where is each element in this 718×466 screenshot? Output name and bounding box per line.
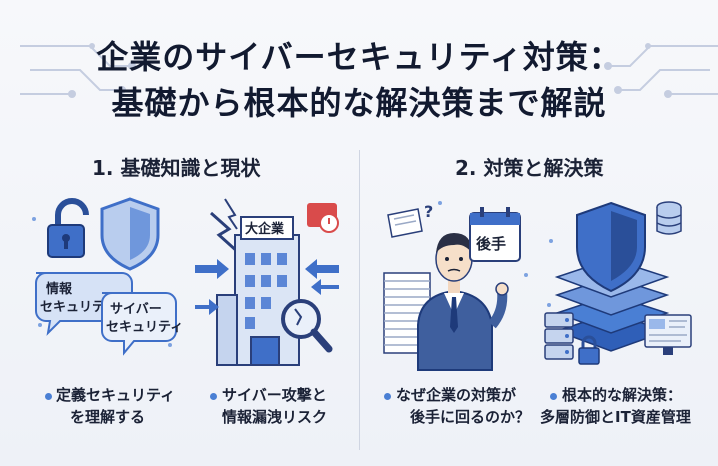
section-divider bbox=[359, 150, 360, 450]
businessman-icon bbox=[417, 233, 509, 371]
main-title-line1: 企業のサイバーセキュリティ対策： bbox=[96, 38, 622, 76]
shield-icon bbox=[100, 197, 160, 271]
left-section-heading: 1. 基礎知識と現状 bbox=[92, 156, 261, 180]
bullet-1-line1: 定義セキュリティ bbox=[56, 386, 176, 404]
arrow-icon bbox=[195, 259, 339, 315]
building-icon bbox=[216, 234, 300, 366]
bullet-1-line2: を理解する bbox=[70, 408, 146, 426]
magnifier-icon bbox=[281, 299, 333, 353]
bullet-4-line2: 多層防御とIT資産管理 bbox=[540, 408, 691, 426]
bullet-dot-3 bbox=[384, 393, 391, 400]
bubble2-line1: サイバー bbox=[110, 302, 162, 317]
bullet-4-line1: 根本的な解決策： bbox=[562, 386, 683, 404]
bullet-dot-4 bbox=[550, 393, 557, 400]
circuit-decoration-left bbox=[20, 43, 136, 98]
lock-icon bbox=[47, 198, 89, 258]
circuit-decoration-right bbox=[604, 43, 718, 98]
right-section-heading: 2. 対策と解決策 bbox=[455, 156, 604, 180]
server-icon bbox=[544, 312, 574, 360]
bullet-3-line1: なぜ企業の対策が bbox=[396, 386, 517, 404]
illustration-late-response: ? 後手 bbox=[383, 201, 528, 371]
illustration-security-concepts: 情報 セキュリティ サイバー セキュリティ bbox=[32, 197, 183, 356]
database-icon bbox=[656, 201, 682, 235]
building-sign: 大企業 bbox=[245, 221, 285, 237]
monitor-icon bbox=[644, 314, 692, 355]
speech-bubble-icon-2 bbox=[101, 292, 177, 356]
bubble1-line2: セキュリティ bbox=[40, 300, 117, 315]
lock-icon-2 bbox=[578, 335, 600, 365]
bullet-dot-1 bbox=[45, 393, 52, 400]
layered-shield-icon bbox=[554, 201, 670, 352]
calendar-text: 後手 bbox=[475, 235, 506, 253]
bubble2-line2: セキュリティ bbox=[106, 320, 183, 335]
illustration-cyber-attack: 大企業 bbox=[195, 198, 339, 366]
alert-folder-icon bbox=[307, 203, 339, 233]
calendar-icon bbox=[469, 207, 521, 262]
bubble1-line1: 情報 bbox=[46, 281, 73, 297]
bullet-dot-2 bbox=[210, 393, 217, 400]
question-icon: ? bbox=[424, 202, 433, 221]
bullet-2-line2: 情報漏洩リスク bbox=[222, 408, 328, 426]
bullet-2-line1: サイバー攻撃と bbox=[222, 386, 327, 404]
illustration-layered-defense bbox=[544, 201, 692, 365]
lightning-icon bbox=[210, 211, 241, 255]
bullet-3-line2: 後手に回るのか？ bbox=[410, 408, 531, 426]
main-title-line2: 基礎から根本的な解決策まで解説 bbox=[111, 84, 607, 122]
